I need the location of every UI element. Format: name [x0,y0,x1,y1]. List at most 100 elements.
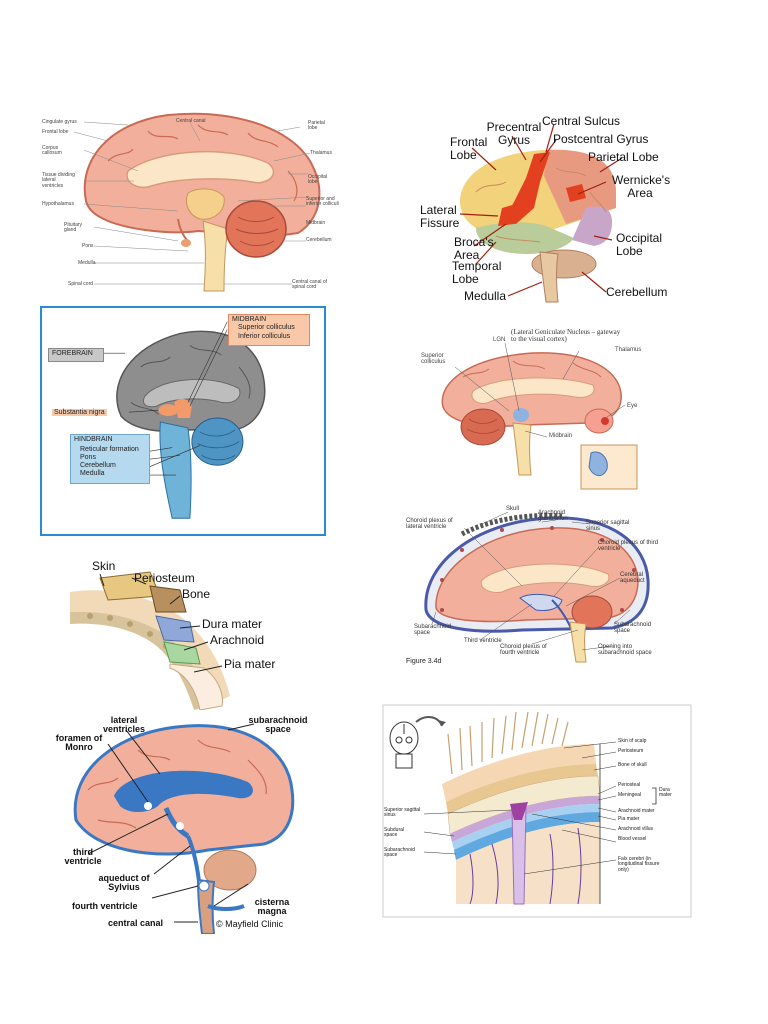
label-periosteum: Periosteum [134,571,195,585]
label-subarachnoid-space: Subarachnoid space [384,847,415,859]
label-temporal-lobe: Temporal Lobe [452,259,502,286]
label-skull: Skull [506,506,520,512]
label-subdural-space: Subdural space [384,827,405,839]
label-third-ventricle: third ventricle [64,847,102,867]
label-superior-colliculus: Superior colliculus [238,324,295,331]
label-lateral-fissure: Lateral Fissure [420,203,460,230]
label-choroid-plexus-third-ventricle: Choroid plexus of third ventricle [598,540,659,553]
label-bone: Bone [182,587,211,601]
label-substantia-nigra: Substantia nigra [52,409,107,417]
visual-pathway-illustration [441,342,638,490]
label-choroid-plexus-lateral-ventricle: Choroid plexus of lateral ventricle [406,518,453,531]
label-forebrain: FOREBRAIN [52,350,93,357]
label-pons: Pons [82,243,94,249]
label-hypothalamus: Hypothalamus [42,201,74,207]
label-central-sulcus: Central Sulcus [542,114,621,128]
label-opening-into-subarachnoid-space: Opening into subarachnoid space [598,644,652,657]
lateral-brain-illustration [459,123,623,303]
hindbrain-legend-box [70,434,150,484]
label-subarachnoid-space-left: Subarachnoid space [414,624,452,637]
label-central-canal-of-spinal-cord: Central canal of spinal cord [292,279,328,291]
label-central-canal: central canal [108,918,164,928]
label-occipital-lobe: Occipital lobe [308,174,328,186]
label-periosteum: Periosteum [618,748,644,754]
label-cerebral-aqueduct: Cerebral aqueduct [620,572,645,585]
label-lgn-gateway-note: (Lateral Geniculate Nucleus – gateway to… [511,328,621,344]
label-arachnoid-villus: Arachnoid villus [618,826,654,832]
ventricles-diagram: lateral ventricles foramen of Monro suba… [48,710,318,934]
label-parietal-lobe: Parietal Lobe [588,150,659,164]
csf-circulation-illustration [424,511,650,663]
label-hindbrain: HINDBRAIN [74,436,113,443]
label-inferior-colliculus: Inferior colliculus [238,333,291,340]
label-pituitary-gland: Pituitary gland [64,222,83,234]
label-aqueduct-of-sylvius: aqueduct of Sylvius [98,873,150,893]
meninges-layers-diagram: Skin Periosteum Bone Dura mater Arachnoi… [60,556,310,712]
label-parietal-lobe: Parietal lobe [308,120,325,132]
label-midbrain: Midbrain [306,220,326,226]
scalp-meninges-block-diagram: Skin of scalp Periosteum Bone of skull P… [382,704,692,918]
label-cerebellum: Cerebellum [606,285,668,299]
csf-circulation-diagram: Skull Arachnoid granulation Choroid plex… [402,500,674,666]
label-blood-vessel: Blood vessel [618,836,647,842]
label-dura-mater: Dura mater [202,617,263,631]
lateral-brain-lobes-diagram: Central Sulcus Precentral Gyrus Frontal … [416,112,686,312]
label-third-ventricle: Third ventricle [464,638,502,644]
label-lateral-ventricles: lateral ventricles [102,715,146,735]
label-brocas-area: Broca's Area [454,235,494,262]
label-arachnoid: Arachnoid [210,633,265,647]
meninges-layers-illustration [70,571,230,711]
label-cerebellum: Cerebellum [80,462,116,469]
midbrain-legend-box [228,314,310,346]
label-cingulate-gyrus: Cingulate gyrus [42,119,77,125]
label-thalamus: Thalamus [615,347,642,353]
label-subarachnoid-space-right: Subarachnoid space [614,622,652,635]
label-choroid-plexus-fourth-ventricle: Choroid plexus of fourth ventricle [500,644,547,657]
label-frontal-lobe: Frontal Lobe [450,135,488,162]
brain-regions-diagram: MIDBRAIN Superior colliculus Inferior co… [40,306,326,536]
label-periosteal: Periosteal [618,782,641,788]
label-postcentral-gyrus: Postcentral Gyrus [553,132,649,146]
label-tissue-dividing-lateral-ventricles: Tissue dividing lateral ventricles [42,172,75,189]
label-eye: Eye [627,403,638,409]
label-midbrain: Midbrain [549,433,573,439]
copyright-mayfield-clinic: © Mayfield Clinic [216,919,284,929]
label-thalamus: Thalamus [310,150,332,156]
label-superior-inferior-colliculi: Superior and inferior colliculi [306,196,339,208]
visual-pathway-diagram: (Lateral Geniculate Nucleus – gateway to… [403,327,671,497]
label-medulla: Medulla [78,260,96,266]
label-cisterna-magna: cisterna magna [254,897,290,917]
label-arachnoid-mater: Arachnoid mater [618,808,655,814]
label-corpus-callosum: Corpus callosum [42,145,62,157]
label-wernickes-area: Wernicke's Area [612,173,671,200]
label-reticular-formation: Reticular formation [80,446,139,453]
label-subarachnoid-space: subarachnoid space [248,715,308,735]
forebrain-legend-box [48,348,104,362]
label-foramen-of-monro: foramen of Monro [55,733,103,753]
label-spinal-cord: Spinal cord [68,281,94,287]
label-arachnoid-granulation: Arachnoid granulation [538,510,568,523]
label-medulla: Medulla [464,289,507,303]
label-bone-of-skull: Bone of skull [618,762,647,768]
figure-caption: Figure 3.4d [406,658,442,665]
label-central-canal: Central canal [176,118,206,124]
label-skin: Skin [92,559,116,573]
label-superior-colliculus: Superior colliculus [421,353,446,366]
ventricles-illustration [73,723,295,934]
label-frontal-lobe: Frontal lobe [42,129,69,135]
label-superior-sagittal-sinus: Superior sagittal sinus [384,807,421,819]
label-precentral-gyrus: Precentral Gyrus [486,120,542,147]
label-midbrain: MIDBRAIN [232,316,267,323]
sagittal-brain-illustration [73,112,321,292]
label-skin-of-scalp: Skin of scalp [618,738,647,744]
brain-regions-illustration [103,321,266,519]
label-lgn: LGN [493,337,506,343]
label-medulla: Medulla [80,470,105,477]
label-pia-mater: Pia mater [224,657,276,671]
label-occipital-lobe: Occipital Lobe [616,231,663,258]
label-superior-sagittal-sinus: Superior sagittal sinus [586,520,630,533]
label-cerebellum: Cerebellum [306,237,332,243]
label-meningeal: Meningeal [618,792,642,798]
label-pons: Pons [80,454,96,461]
sagittal-brain-diagram: Cingulate gyrus Frontal lobe Corpus call… [38,101,352,298]
